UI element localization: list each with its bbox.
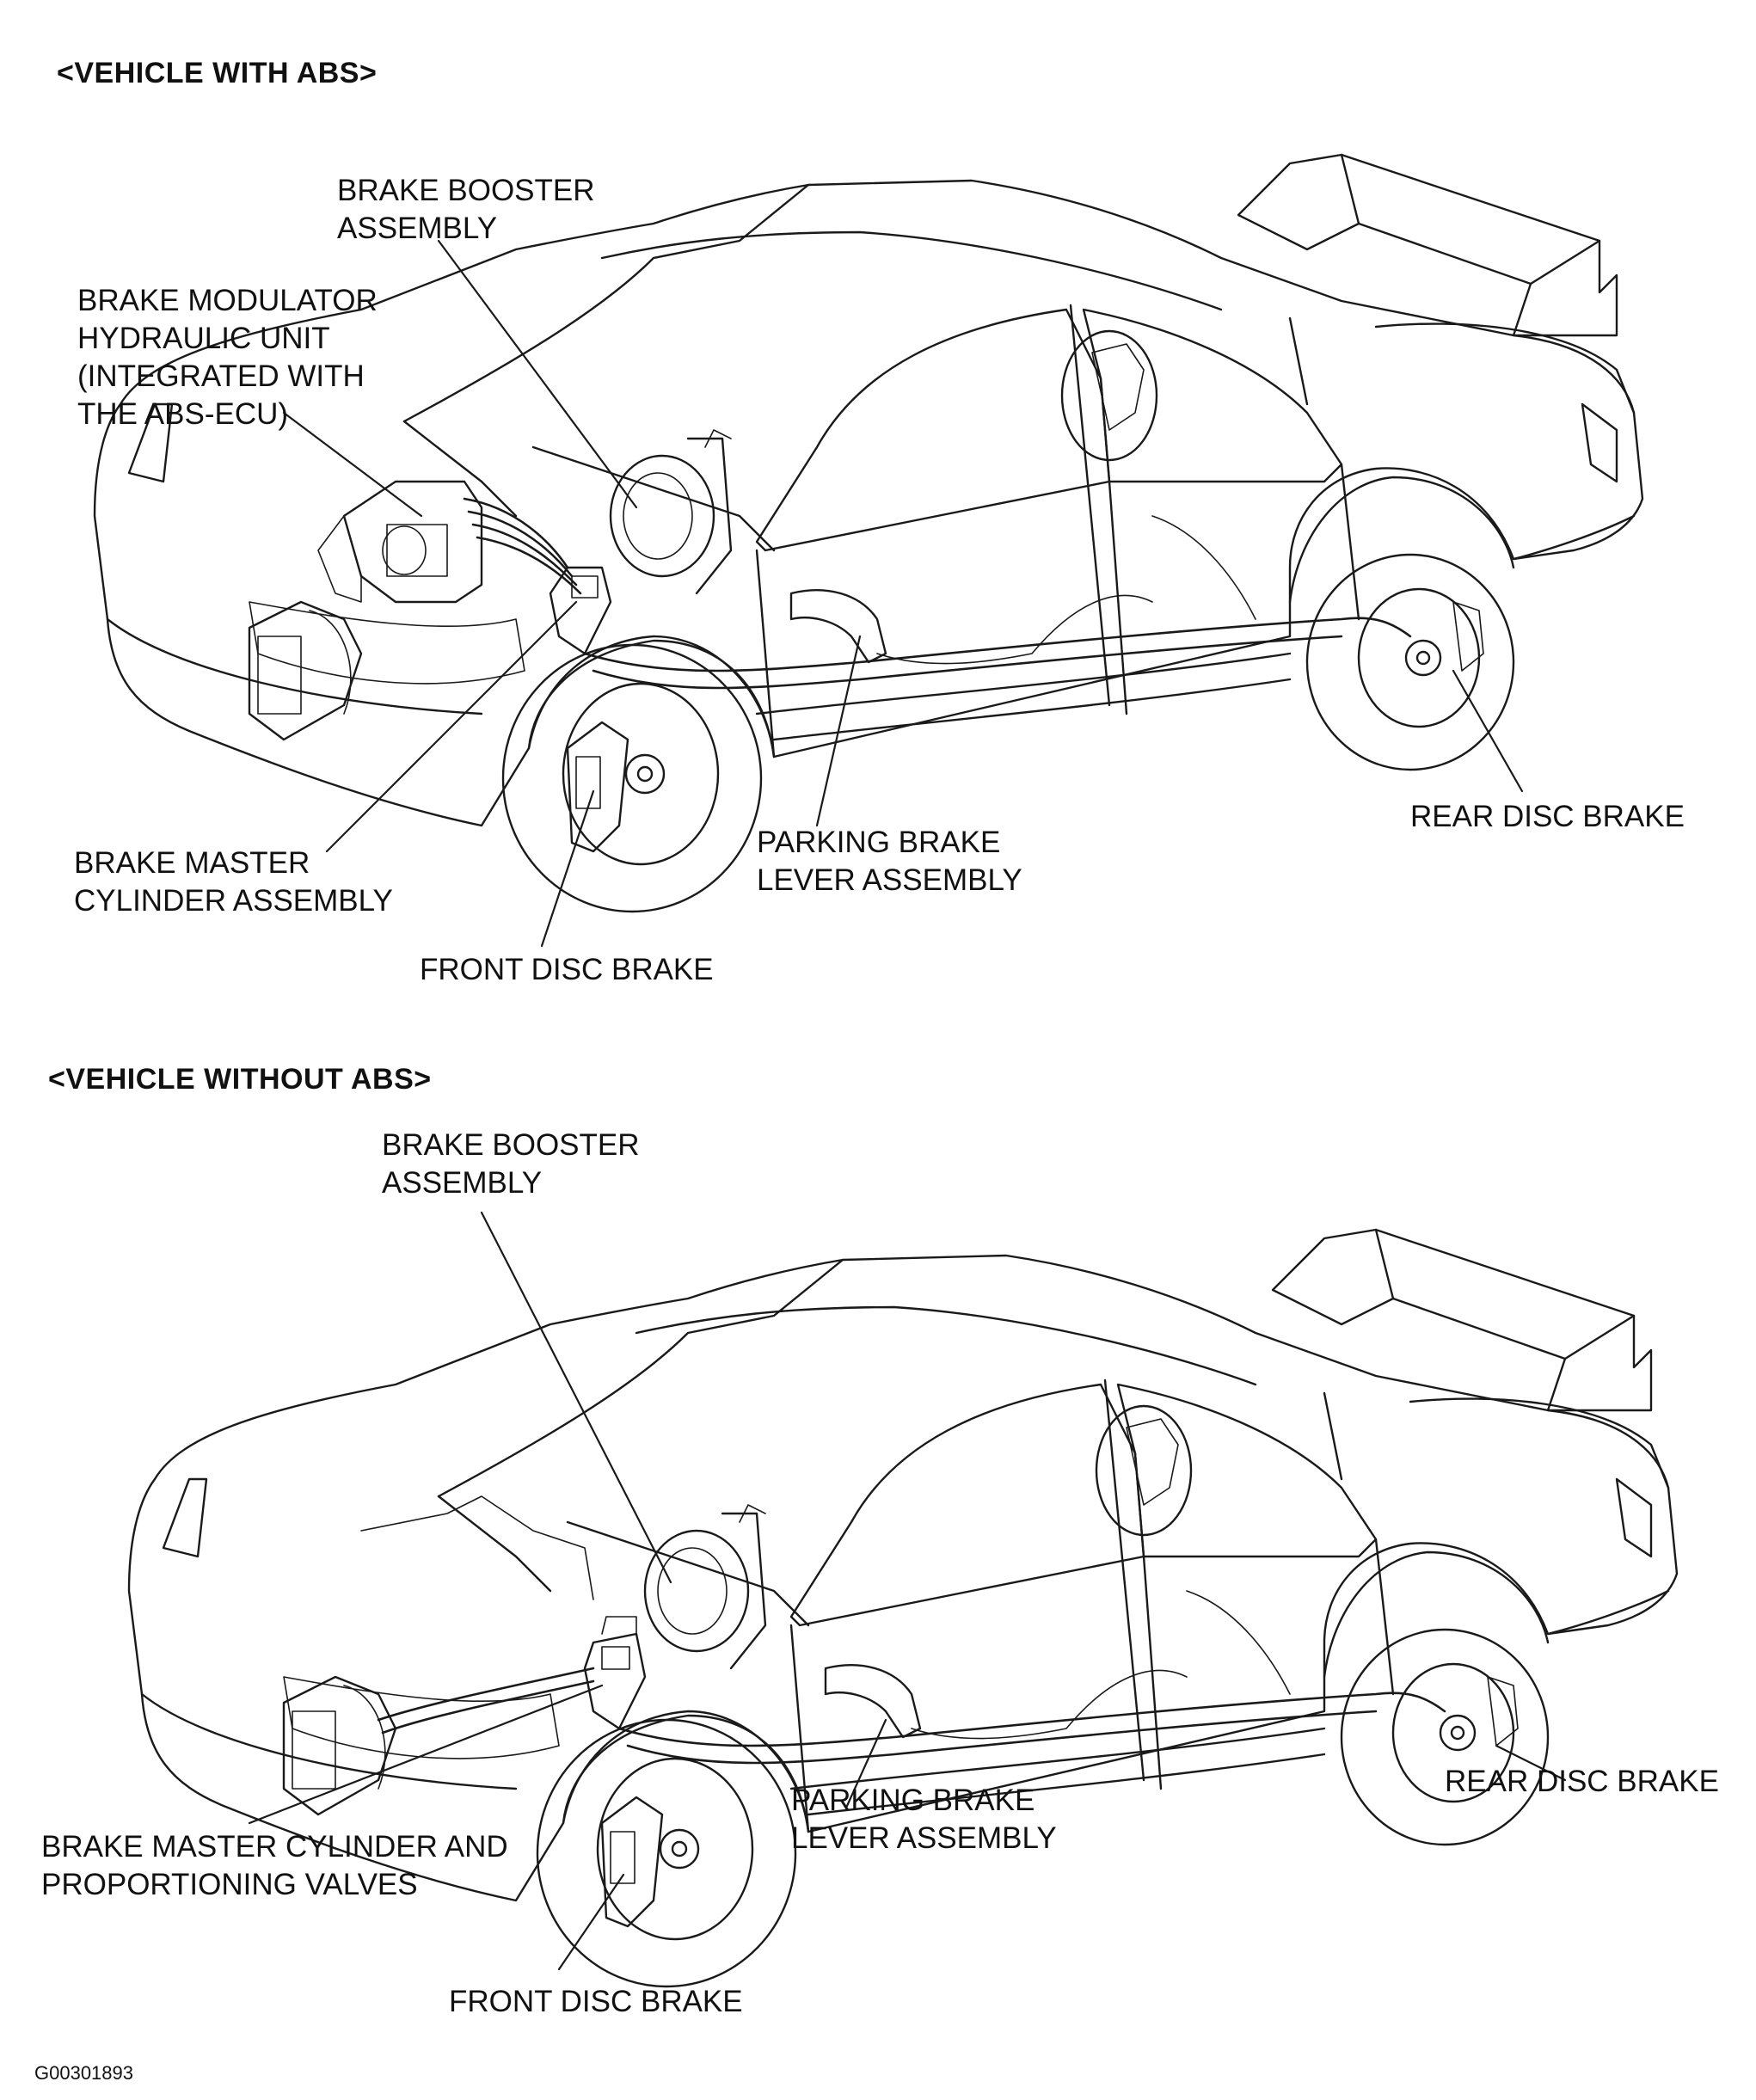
brake-booster [643, 1529, 750, 1653]
car-body-outline [127, 1254, 1679, 1902]
leader-modulator [282, 411, 423, 518]
heading-without-abs: <VEHICLE WITHOUT ABS> [48, 1063, 432, 1096]
label-front-disc-abs: FRONT DISC BRAKE [420, 953, 714, 986]
rear-wheel-near [1340, 1628, 1550, 1846]
front-caliper-near [566, 721, 629, 853]
front-caliper-far [248, 600, 363, 741]
label-brake-booster-no-abs: BRAKE BOOSTER ASSEMBLY [382, 1128, 640, 1200]
front-window [789, 1383, 1145, 1627]
parking-brake-lever [789, 589, 887, 664]
front-caliper-far [282, 1675, 397, 1816]
windshield [402, 183, 810, 423]
windshield [437, 1258, 844, 1498]
label-parking-brake-abs: PARKING BRAKE LEVER ASSEMBLY [757, 826, 1022, 897]
leader-brake-booster [437, 239, 638, 509]
leader-front-disc [557, 1873, 625, 1971]
rear-wheel-near [1305, 553, 1515, 771]
car-body-outline [93, 179, 1644, 827]
front-wheel-near [536, 1718, 797, 1988]
label-front-disc-no-abs: FRONT DISC BRAKE [449, 1985, 743, 2018]
leader-rear-disc [1495, 1744, 1567, 1782]
abs-modulator [342, 480, 483, 604]
a-pillar [531, 445, 776, 552]
rear-spoiler [1237, 153, 1618, 337]
master-cylinder [549, 566, 612, 655]
heading-with-abs: <VEHICLE WITH ABS> [57, 57, 378, 89]
front-window [755, 308, 1111, 552]
roof-line [600, 230, 1223, 311]
car-without-abs-drawing [127, 1211, 1679, 1988]
leader-rear-disc [1452, 669, 1524, 793]
brake-booster [609, 454, 715, 578]
label-modulator-abs: BRAKE MODULATOR HYDRAULIC UNIT (INTEGRAT… [77, 284, 378, 431]
leader-master-cylinder [325, 600, 578, 853]
parking-brake-lever [824, 1664, 922, 1739]
label-parking-brake-no-abs: PARKING BRAKE LEVER ASSEMBLY [791, 1784, 1057, 1855]
rear-rotor-far [1060, 329, 1158, 462]
rear-rotor-far [1095, 1404, 1193, 1537]
label-master-cylinder-no-abs: BRAKE MASTER CYLINDER AND PROPORTIONING … [41, 1830, 508, 1901]
front-caliper-near [600, 1796, 664, 1928]
figure-code: G00301893 [34, 2062, 133, 2084]
leader-front-disc [540, 789, 595, 948]
front-rotor-near [596, 1757, 754, 1941]
leader-parking-brake [815, 635, 862, 827]
door-line [755, 463, 1360, 758]
leader-brake-booster [480, 1211, 672, 1584]
rear-window [1116, 1383, 1378, 1558]
rocker-panel [755, 652, 1292, 715]
car-with-abs-drawing [93, 153, 1644, 948]
rear-window [1082, 308, 1343, 483]
front-wheel-near [501, 643, 763, 913]
label-brake-booster-abs: BRAKE BOOSTER ASSEMBLY [337, 174, 595, 245]
roof-line [635, 1305, 1257, 1386]
label-master-cylinder-abs: BRAKE MASTER CYLINDER ASSEMBLY [74, 846, 393, 918]
rocker-panel [789, 1727, 1326, 1790]
label-rear-disc-no-abs: REAR DISC BRAKE [1445, 1765, 1719, 1798]
front-rotor-near [562, 682, 720, 866]
leader-master-cylinder [248, 1684, 604, 1825]
leader-parking-brake [845, 1718, 887, 1808]
label-rear-disc-abs: REAR DISC BRAKE [1410, 800, 1685, 833]
rear-spoiler [1271, 1228, 1653, 1412]
